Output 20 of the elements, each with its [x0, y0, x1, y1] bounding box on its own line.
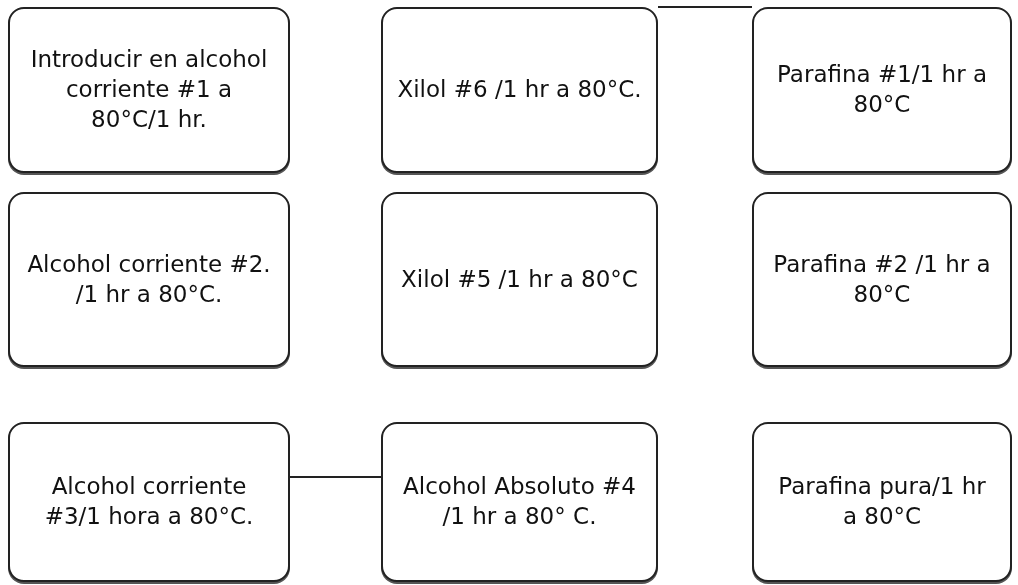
connector-line — [657, 6, 753, 8]
process-box — [381, 192, 658, 367]
step-text: Introducir en alcohol corriente #1 a 80°C/1 hr. — [29, 45, 269, 134]
step-text: Xilol #6 /1 hr a 80°C. — [397, 75, 642, 105]
step-text: Parafina #2 /1 hr a 80°C — [772, 249, 992, 309]
process-box — [381, 7, 658, 173]
process-box — [8, 192, 290, 367]
step-text: Alcohol corriente #2. /1 hr a 80°C. — [26, 249, 272, 309]
process-box — [381, 422, 658, 582]
step-text: Parafina #1/1 hr a 80°C — [776, 60, 988, 119]
step-text: Xilol #5 /1 hr a 80°C — [401, 264, 638, 294]
process-box — [8, 422, 290, 582]
process-box — [752, 7, 1012, 173]
process-box — [752, 422, 1012, 582]
step-text: Alcohol Absoluto #4 /1 hr a 80° C. — [402, 472, 637, 531]
step-text: Parafina pura/1 hr a 80°C — [777, 472, 987, 531]
connector-line — [289, 476, 382, 478]
process-box — [8, 7, 290, 173]
process-box — [752, 192, 1012, 367]
step-text: Alcohol corriente #3/1 hora a 80°C. — [43, 472, 255, 531]
